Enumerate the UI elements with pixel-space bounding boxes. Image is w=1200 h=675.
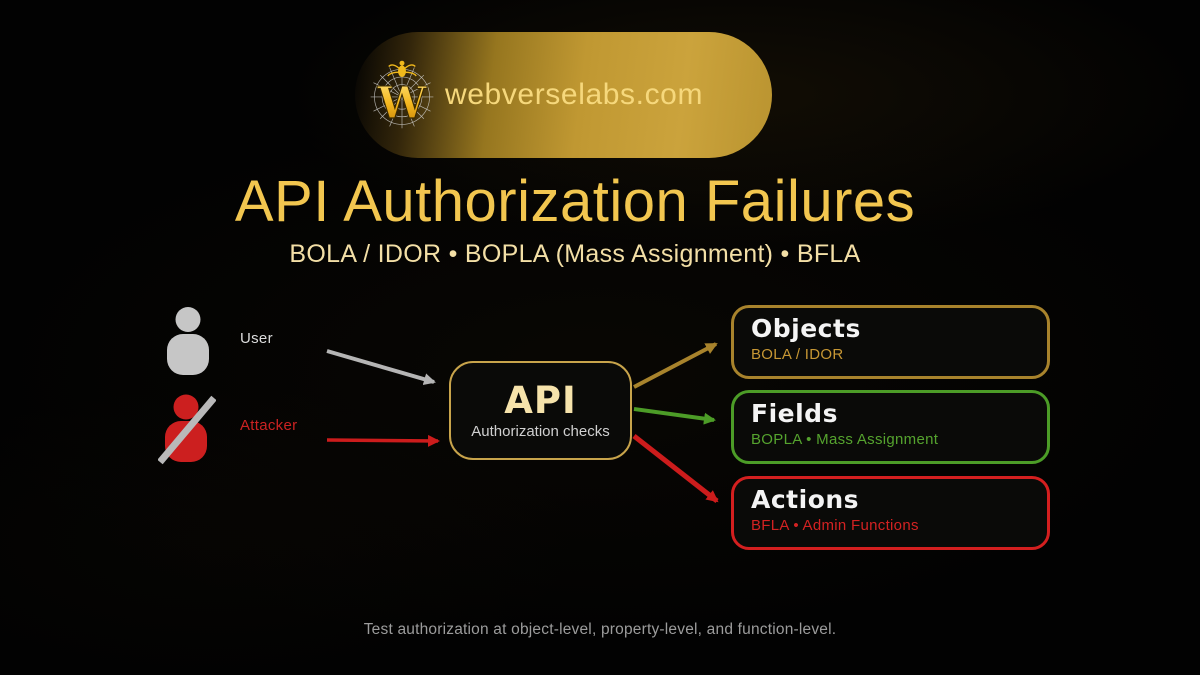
site-domain: webverselabs.com (445, 78, 704, 111)
outcome-card-actions: Actions BFLA • Admin Functions (731, 476, 1050, 550)
user-label: User (240, 330, 273, 347)
attacker-icon (158, 394, 216, 465)
page-title: API Authorization Failures (234, 169, 916, 234)
outcome-title: Actions (751, 485, 860, 514)
user-icon (167, 307, 209, 375)
outcome-title: Fields (751, 399, 838, 428)
outcome-card-objects: Objects BOLA / IDOR (731, 305, 1050, 379)
outcome-subtitle: BFLA • Admin Functions (751, 517, 919, 534)
site-banner: W webverselabs.com (355, 32, 772, 158)
page-subtitle: BOLA / IDOR • BOPLA (Mass Assignment) • … (289, 240, 861, 268)
outcome-title: Objects (751, 314, 861, 343)
outcome-card-fields: Fields BOPLA • Mass Assignment (731, 390, 1050, 464)
outcome-subtitle: BOPLA • Mass Assignment (751, 431, 939, 448)
outcome-subtitle: BOLA / IDOR (751, 346, 844, 363)
svg-text:W: W (376, 78, 427, 129)
footer-note: Test authorization at object-level, prop… (363, 621, 837, 638)
attacker-label: Attacker (240, 417, 298, 434)
api-node-title: API (504, 378, 577, 422)
api-node: API Authorization checks (449, 361, 632, 460)
webverselabs-logo-icon: W (370, 60, 434, 129)
api-node-subtitle: Authorization checks (471, 422, 610, 440)
